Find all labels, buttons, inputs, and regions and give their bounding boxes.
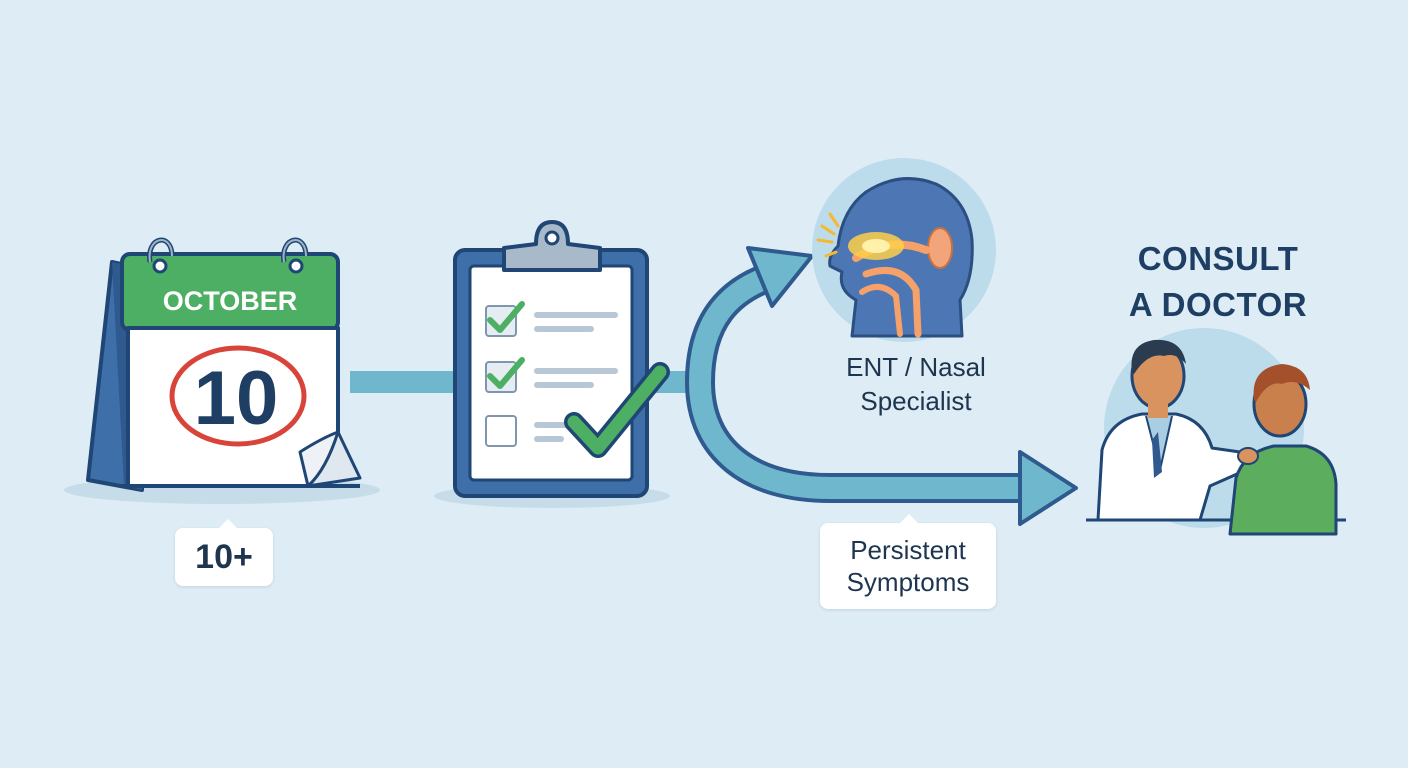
symptoms-label-line2: Symptoms: [846, 567, 970, 597]
specialist-arrow: [685, 246, 814, 383]
checklist-item-1: [485, 301, 618, 337]
symptoms-label: Persistent Symptoms: [820, 514, 996, 609]
head-profile-icon: [812, 158, 996, 342]
consult-arrow: [685, 381, 1078, 526]
checklist-item-2: [485, 357, 618, 393]
specialist-label: ENT / Nasal Specialist: [818, 350, 1014, 418]
consult-heading-line2: A DOCTOR: [1128, 286, 1308, 323]
consult-heading-line1: CONSULT: [1137, 240, 1299, 277]
specialist-label-line2: Specialist: [860, 386, 972, 416]
count-label: 10+: [175, 519, 273, 586]
calendar-month: OCTOBER: [163, 286, 298, 316]
calendar-icon: OCTOBER 10: [86, 237, 362, 492]
calendar-day: 10: [194, 356, 279, 441]
specialist-label-line1: ENT / Nasal: [846, 352, 986, 382]
consult-heading: CONSULT A DOCTOR: [1100, 236, 1336, 328]
symptoms-label-line1: Persistent: [850, 535, 966, 565]
clipboard-icon: [453, 220, 670, 498]
day-circle: [169, 345, 307, 447]
count-label-text: 10+: [195, 538, 253, 576]
doctor-patient-icon: [1086, 328, 1346, 536]
